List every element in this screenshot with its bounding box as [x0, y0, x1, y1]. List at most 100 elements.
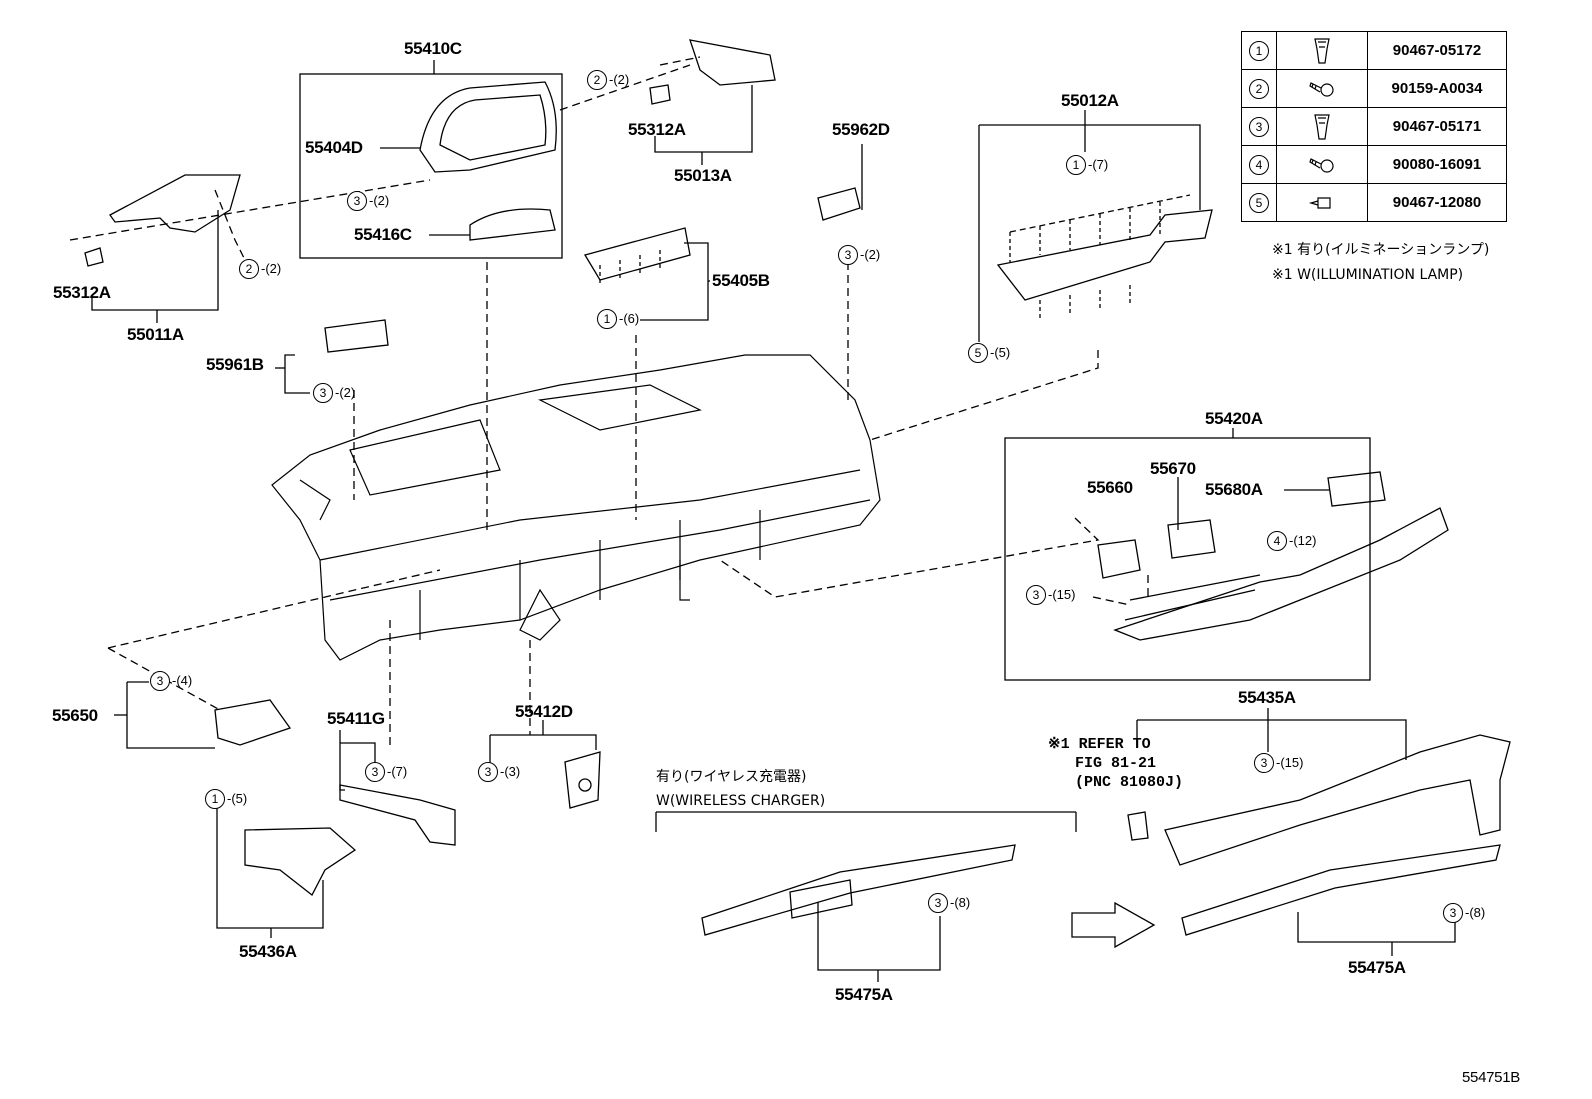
callout-qty: -(2) — [261, 261, 282, 276]
dashed-leaders — [69, 56, 1149, 745]
fastener-row: 1 90467-05172 — [1241, 31, 1507, 70]
fastener-number-cell: 5 — [1241, 183, 1277, 222]
part-55435A — [1127, 734, 1511, 866]
fastener-number-cell: 2 — [1241, 69, 1277, 108]
part-label: 55962D — [832, 120, 890, 139]
callout-circle: 3 — [150, 671, 170, 691]
fastener-number-cell: 3 — [1241, 107, 1277, 146]
charger-note-en: W(WIRELESS CHARGER) — [656, 793, 826, 809]
callout-circle: 2 — [587, 70, 607, 90]
part-label: 55405B — [712, 271, 770, 290]
part-55416C — [469, 208, 556, 241]
part-55412D — [564, 751, 601, 809]
callout-circle: 4 — [1267, 531, 1287, 551]
clip-icon — [1277, 32, 1367, 69]
part-55680A — [1327, 471, 1386, 507]
part-55961B — [324, 319, 389, 353]
part-label: 55412D — [515, 702, 573, 721]
callout-circle: 1 — [205, 789, 225, 809]
callout-circle: 3 — [1026, 585, 1046, 605]
part-label: 55416C — [354, 225, 412, 244]
part-55436A — [244, 827, 357, 896]
part-label: 55012A — [1061, 91, 1119, 110]
part-label: 55961B — [206, 355, 264, 374]
fastener-number: 4 — [1249, 154, 1269, 175]
fastener-icon-cell — [1276, 145, 1368, 184]
part-label: 55411G — [327, 709, 385, 728]
callout-circle: 3 — [347, 191, 367, 211]
figure-code: 554751B — [1462, 1069, 1520, 1086]
fastener-number: 5 — [1249, 192, 1269, 213]
callout-circle: 3 — [838, 245, 858, 265]
callout-circle: 3 — [928, 893, 948, 913]
part-55013A — [649, 39, 776, 105]
pin-icon — [1277, 184, 1367, 221]
part-label: 55312A — [53, 283, 111, 302]
part-55962D — [817, 187, 861, 221]
part-label: 55404D — [305, 138, 363, 157]
fastener-row: 2 90159-A0034 — [1241, 69, 1507, 108]
callout-qty: -(8) — [1465, 905, 1486, 920]
callout-circle: 3 — [313, 383, 333, 403]
part-55420A-panel — [1113, 507, 1449, 641]
fastener-part-number: 90159-A0034 — [1367, 69, 1507, 108]
callout-qty: -(5) — [227, 791, 248, 806]
callout-qty: -(6) — [619, 311, 640, 326]
refer-note: ※1 REFER TO FIG 81-21 (PNC 81080J) — [1048, 736, 1184, 791]
part-55475A-left — [701, 844, 1016, 936]
clip-icon — [1277, 108, 1367, 145]
fastener-number: 3 — [1249, 116, 1269, 137]
callout-circle: 3 — [1443, 903, 1463, 923]
callout-circle: 2 — [239, 259, 259, 279]
fastener-part-number: 90467-12080 — [1367, 183, 1507, 222]
bracket-lines — [91, 60, 1456, 982]
part-label: 55670 — [1150, 459, 1196, 478]
part-label: 55420A — [1205, 409, 1263, 428]
callout-qty: -(2) — [860, 247, 881, 262]
fastener-row: 3 90467-05171 — [1241, 107, 1507, 146]
fastener-table: 1 90467-05172 2 90159-A0034 3 90467-05171 4 900… — [1241, 31, 1507, 222]
callout-qty: -(5) — [990, 345, 1011, 360]
fastener-number-cell: 4 — [1241, 145, 1277, 184]
illumination-note-en: ※1 W(ILLUMINATION LAMP) — [1272, 267, 1464, 283]
fastener-icon-cell — [1276, 31, 1368, 70]
fastener-icon-cell — [1276, 107, 1368, 146]
part-label: 55013A — [674, 166, 732, 185]
part-55660 — [1097, 539, 1141, 579]
callout-qty: -(3) — [500, 764, 521, 779]
part-55475A-right — [1181, 844, 1501, 936]
part-label: 55660 — [1087, 478, 1133, 497]
fastener-row: 5 90467-12080 — [1241, 183, 1507, 222]
part-label: 55435A — [1238, 688, 1296, 707]
box-55410C — [299, 73, 563, 259]
callout-qty: -(8) — [950, 895, 971, 910]
fastener-part-number: 90467-05171 — [1367, 107, 1507, 146]
callout-qty: -(12) — [1289, 533, 1317, 548]
callout-circle: 3 — [1254, 753, 1274, 773]
part-label: 55650 — [52, 706, 98, 725]
callout-qty: -(15) — [1048, 587, 1076, 602]
callout-qty: -(2) — [609, 72, 630, 87]
right-arrow-icon — [1071, 901, 1156, 949]
callout-circle: 1 — [1066, 155, 1086, 175]
fastener-part-number: 90467-05172 — [1367, 31, 1507, 70]
part-label: 55011A — [127, 325, 184, 344]
fastener-icon-cell — [1276, 183, 1368, 222]
part-55650 — [214, 699, 292, 746]
part-55405B — [584, 227, 691, 285]
part-55404D — [419, 81, 557, 173]
fastener-row: 4 90080-16091 — [1241, 145, 1507, 184]
fastener-number-cell: 1 — [1241, 31, 1277, 70]
callout-qty: -(2) — [335, 385, 356, 400]
fastener-icon-cell — [1276, 69, 1368, 108]
callout-circle: 5 — [968, 343, 988, 363]
part-label: 55475A — [1348, 958, 1406, 977]
instrument-dashboard-frame — [271, 354, 881, 661]
fastener-part-number: 90080-16091 — [1367, 145, 1507, 184]
charger-note-jp: 有り(ワイヤレス充電器) — [656, 769, 807, 785]
part-label: 55410C — [404, 39, 462, 58]
part-55670 — [1167, 519, 1216, 559]
part-label: 55312A — [628, 120, 686, 139]
